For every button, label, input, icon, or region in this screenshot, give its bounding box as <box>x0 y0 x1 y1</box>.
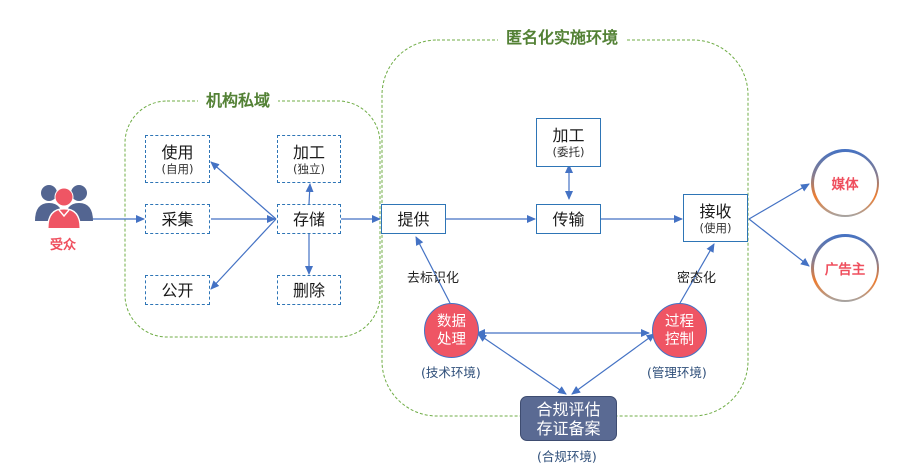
recipient-advertiser[interactable]: 广告主 <box>811 234 879 302</box>
node-process-control-line2: 控制 <box>665 331 694 348</box>
node-use-sublabel: (自用) <box>161 161 194 176</box>
node-process-independent-sublabel: (独立) <box>293 161 325 176</box>
node-compliance-line2: 存证备案 <box>536 418 601 438</box>
arrow-receive-media <box>748 183 810 220</box>
node-transfer[interactable]: 传输 <box>536 204 601 234</box>
node-transfer-label: 传输 <box>552 209 585 229</box>
node-collect-label: 采集 <box>161 209 194 229</box>
edge-label-secure-state: 密态化 <box>677 271 717 286</box>
node-use-label: 使用 <box>161 142 194 162</box>
node-process-control-line1: 过程 <box>665 313 694 330</box>
node-process-entrusted[interactable]: 加工 (委托) <box>536 118 601 167</box>
audience-label: 受众 <box>50 238 77 253</box>
node-use[interactable]: 使用 (自用) <box>145 135 210 183</box>
node-process-entrusted-sublabel: (委托) <box>552 145 585 159</box>
ring-fill <box>813 236 877 300</box>
arrow-store-use <box>210 161 277 220</box>
node-process-independent-label: 加工 <box>292 142 325 162</box>
node-collect[interactable]: 采集 <box>145 204 210 234</box>
node-delete[interactable]: 删除 <box>277 275 341 305</box>
node-data-processing-line2: 处理 <box>437 331 466 348</box>
node-receive-sublabel: (使用) <box>699 220 732 235</box>
node-compliance-line1: 合规评估 <box>536 399 601 419</box>
arrow-store-process <box>305 183 314 205</box>
node-publish[interactable]: 公开 <box>145 275 210 305</box>
node-store[interactable]: 存储 <box>277 204 341 234</box>
arrow-store-publish <box>210 218 277 290</box>
node-delete-label: 删除 <box>292 280 325 300</box>
node-publish-label: 公开 <box>161 280 194 300</box>
recipient-advertiser-label: 广告主 <box>824 262 866 278</box>
edge-label-deidentify: 去标识化 <box>407 271 460 286</box>
node-data-processing-line1: 数据 <box>437 313 466 330</box>
node-process-independent[interactable]: 加工 (独立) <box>277 135 341 183</box>
arrow-dataproc-provide <box>415 236 451 304</box>
mgmt-env-label: (管理环境) <box>647 365 707 380</box>
people-group-icon <box>34 183 94 231</box>
private-domain-title: 机构私域 <box>198 91 279 111</box>
compliance-env-label: (合规环境) <box>537 449 597 464</box>
node-receive[interactable]: 接收 (使用) <box>683 194 748 242</box>
node-data-processing[interactable]: 数据 处理 <box>424 303 479 358</box>
node-provide-label: 提供 <box>397 209 430 229</box>
node-provide[interactable]: 提供 <box>381 204 446 234</box>
node-store-label: 存储 <box>292 209 325 229</box>
arrow-control-receive <box>679 243 715 304</box>
arrow-control-compliance <box>571 333 656 395</box>
node-process-control[interactable]: 过程 控制 <box>652 303 707 358</box>
recipient-media[interactable]: 媒体 <box>811 149 879 217</box>
anonymization-env-title: 匿名化实施环境 <box>498 28 627 48</box>
node-receive-label: 接收 <box>699 201 732 221</box>
tech-env-label: (技术环境) <box>421 365 481 380</box>
ring-fill <box>813 151 877 215</box>
recipient-media-label: 媒体 <box>831 177 859 193</box>
arrow-dataproc-compliance <box>477 333 567 395</box>
node-process-entrusted-label: 加工 <box>552 126 585 145</box>
arrow-receive-advertiser <box>748 218 810 267</box>
node-compliance[interactable]: 合规评估 存证备案 <box>520 396 617 441</box>
